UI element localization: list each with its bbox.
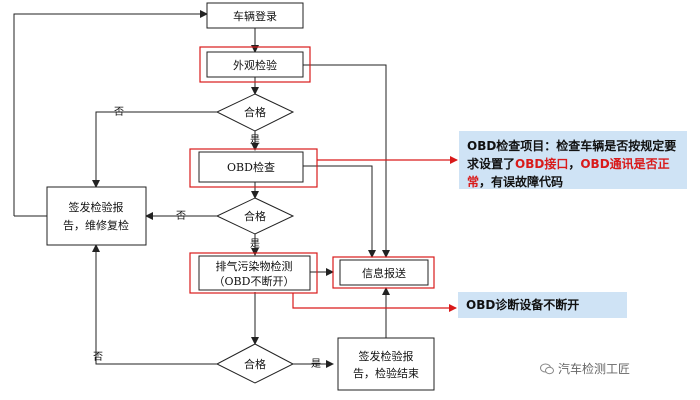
note-obd-items-prefix: OBD检查项目：检查车辆是否按规定要求设置了 — [467, 139, 677, 171]
node-register: 车辆登录 — [206, 2, 304, 29]
node-report-end: 签发检验报 告，检验结束 — [337, 337, 435, 391]
node-report-fail-line2: 告，维修复检 — [63, 218, 129, 232]
note-obd-items-sep: ， — [568, 157, 581, 171]
label-no2: 否 — [176, 210, 186, 222]
node-qualified2-label: 合格 — [244, 209, 266, 223]
node-report-fail: 签发检验报 告，维修复检 — [46, 186, 147, 246]
edge-qualified3-fail — [92, 244, 217, 365]
watermark-text: 汽车检测工匠 — [558, 362, 631, 376]
label-no3: 否 — [93, 351, 103, 363]
node-qualified1-label: 合格 — [244, 105, 266, 119]
node-emission-line1: 排气污染物检测 — [216, 259, 293, 273]
edge-qualified1-fail — [92, 111, 217, 188]
node-info: 信息报送 — [332, 256, 435, 289]
node-emission-line2: （OBD不断开） — [214, 274, 295, 288]
node-appearance-label: 外观检验 — [233, 58, 277, 72]
node-info-label: 信息报送 — [362, 266, 406, 280]
node-register-label: 车辆登录 — [233, 9, 277, 23]
note-obd-no-disconnect-text: OBD诊断设备不断开 — [466, 298, 580, 312]
note-obd-items: OBD检查项目：检查车辆是否按规定要求设置了OBD接口，OBD通讯是否正常，有误… — [459, 131, 687, 189]
note-obd-items-red2: OBD通讯是否正常 — [467, 157, 670, 189]
node-obd-label: OBD检查 — [227, 160, 275, 174]
node-report-end-line2: 告，检验结束 — [353, 366, 419, 380]
label-yes2: 是 — [250, 238, 260, 250]
node-emission: 排气污染物检测 （OBD不断开） — [189, 252, 318, 294]
highlight-edges — [292, 156, 458, 312]
node-report-fail-line1: 签发检验报 — [69, 200, 124, 214]
note-obd-items-suffix: ，有误故障代码 — [479, 175, 564, 189]
node-qualified3-label: 合格 — [244, 357, 266, 371]
node-appearance: 外观检验 — [199, 46, 311, 83]
label-yes3: 是 — [311, 358, 321, 370]
edge-fail-register — [13, 10, 208, 216]
wechat-icon — [540, 363, 554, 375]
label-yes1: 是 — [250, 134, 260, 146]
edge-obd-info — [303, 165, 376, 258]
note-obd-items-red1: OBD接口 — [515, 157, 569, 171]
watermark: 汽车检测工匠 — [540, 360, 630, 377]
node-qualified1: 合格 — [215, 93, 295, 132]
edge-appearance-info — [303, 64, 390, 258]
label-no1: 否 — [114, 106, 124, 118]
note-obd-no-disconnect: OBD诊断设备不断开 — [458, 292, 627, 318]
edge-emission-note — [292, 293, 457, 312]
node-qualified2: 合格 — [215, 197, 295, 235]
edges — [13, 10, 390, 368]
node-qualified3: 合格 — [215, 343, 295, 384]
node-obd: OBD检查 — [189, 148, 318, 188]
node-report-end-line1: 签发检验报 — [359, 349, 414, 363]
